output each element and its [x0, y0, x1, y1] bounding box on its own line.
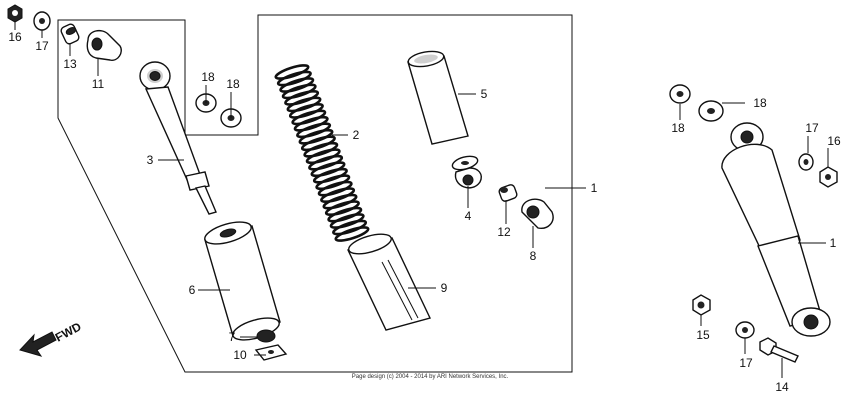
- fwd-arrow-icon: FWD: [19, 319, 84, 357]
- callout-1-exploded: 1: [591, 181, 598, 195]
- callout-13: 13: [63, 57, 77, 71]
- bushing-11[interactable]: [86, 29, 122, 61]
- spring-coil: [320, 187, 356, 203]
- callout-5: 5: [481, 87, 488, 101]
- spring-coil: [276, 70, 312, 87]
- upper-cover-5[interactable]: [407, 49, 469, 145]
- callout-18-b: 18: [226, 77, 240, 91]
- spring-coil: [305, 148, 341, 165]
- stopper-7[interactable]: [256, 329, 276, 343]
- callout-labels: 16 17 13 11 18 18 2 3 5 1 4 12 8 6 9 7 1…: [8, 30, 841, 394]
- spring-coil: [312, 167, 348, 184]
- callout-14: 14: [775, 380, 789, 394]
- copyright-notice: Page design (c) 2004 - 2014 by ARI Netwo…: [351, 374, 509, 380]
- nut-15[interactable]: [692, 294, 711, 316]
- bushing-8[interactable]: [521, 198, 554, 229]
- callout-10: 10: [233, 348, 247, 362]
- nut-16-right[interactable]: [819, 166, 838, 188]
- spring-coil: [315, 174, 351, 191]
- rear-shock-assembly-1[interactable]: [721, 122, 831, 337]
- spring-coil: [329, 213, 365, 229]
- callout-12: 12: [497, 225, 511, 239]
- collar-13[interactable]: [60, 23, 80, 45]
- washer-17-lower[interactable]: [735, 321, 755, 339]
- washer-17-right[interactable]: [798, 153, 814, 171]
- callout-15: 15: [696, 328, 710, 342]
- callout-7: 7: [229, 330, 236, 344]
- spring-coil: [281, 83, 317, 100]
- callout-8: 8: [530, 249, 537, 263]
- callout-11: 11: [92, 77, 105, 91]
- assembly-outline: [57, 14, 573, 373]
- callout-4: 4: [465, 209, 472, 223]
- damper-rod-3[interactable]: [139, 61, 217, 215]
- plate-10[interactable]: [254, 344, 288, 361]
- callout-16-left: 16: [8, 30, 22, 44]
- spring-coil: [308, 154, 344, 171]
- spring-coil: [291, 109, 327, 126]
- callout-17-lower: 17: [739, 356, 753, 370]
- callout-6: 6: [189, 283, 196, 297]
- callout-1-assembled: 1: [830, 236, 837, 250]
- callout-17-left: 17: [35, 39, 49, 53]
- collar-12[interactable]: [498, 184, 518, 203]
- spring-coil: [296, 122, 332, 139]
- callout-9: 9: [441, 281, 448, 295]
- spring-coil: [298, 128, 334, 145]
- spring-coil: [286, 96, 322, 113]
- spring-coil: [334, 226, 370, 242]
- spring-coil: [279, 77, 315, 93]
- nut-16-left[interactable]: [7, 4, 23, 23]
- leader-lines: [14, 22, 829, 378]
- spring-coil: [274, 64, 310, 80]
- spring-2[interactable]: [274, 63, 370, 243]
- callout-18-a: 18: [201, 70, 215, 84]
- callout-16-right: 16: [827, 134, 841, 148]
- washer-18-c[interactable]: [669, 84, 691, 104]
- spring-coil: [317, 180, 353, 197]
- spring-coil: [322, 193, 358, 210]
- spring-coil: [310, 161, 346, 178]
- joint-4[interactable]: [451, 154, 482, 189]
- callout-18-c: 18: [671, 121, 685, 135]
- spring-coil: [300, 135, 336, 152]
- spring-cover-9[interactable]: [347, 230, 431, 331]
- callout-17-right: 17: [805, 121, 819, 135]
- fwd-label: FWD: [53, 319, 84, 344]
- spring-coil: [293, 115, 329, 132]
- spring-coil: [324, 200, 360, 216]
- callout-3: 3: [147, 153, 154, 167]
- callout-2: 2: [353, 128, 360, 142]
- bolt-14[interactable]: [759, 337, 799, 363]
- spring-coil: [332, 219, 368, 236]
- spring-coil: [303, 141, 339, 158]
- washer-17-left[interactable]: [33, 11, 51, 31]
- spring-coil: [284, 90, 320, 106]
- spring-coil: [327, 206, 363, 223]
- lower-cover-6[interactable]: [202, 218, 281, 345]
- spring-coil: [288, 103, 324, 119]
- washer-18-d[interactable]: [698, 100, 724, 122]
- callout-18-d: 18: [753, 96, 767, 110]
